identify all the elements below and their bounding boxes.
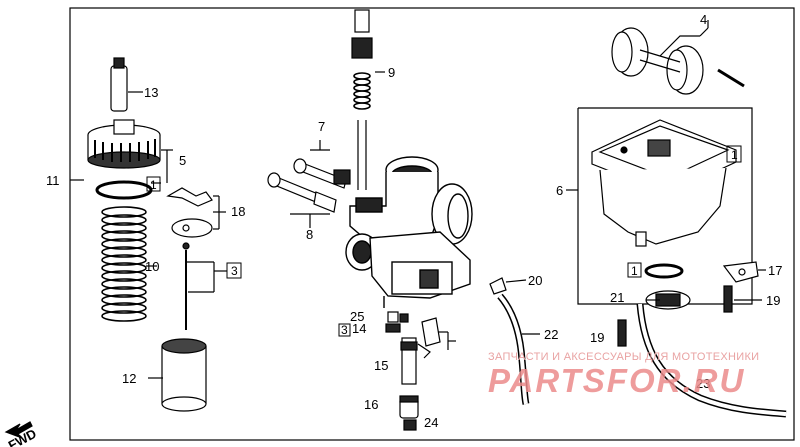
label-14: 14 — [352, 321, 366, 336]
boxed-3-jet: 3 — [341, 323, 348, 337]
label-17: 17 — [768, 263, 782, 278]
part-21-drain-plug — [645, 290, 691, 310]
part-6-bracket — [577, 107, 753, 305]
part-25-jet — [387, 311, 409, 323]
label-13: 13 — [144, 85, 158, 100]
label-24: 24 — [424, 415, 438, 430]
label-16: 16 — [364, 397, 378, 412]
part-16-jet-holder — [399, 395, 419, 419]
part-24-main-jet — [403, 419, 417, 431]
part-2-float-valve — [417, 317, 456, 359]
boxed-1-gasket: 1 — [631, 264, 638, 278]
watermark-caption: ЗАПЧАСТИ И АКСЕССУАРЫ ДЛЯ МОТОТЕХНИКИ — [488, 351, 760, 363]
label-11: 11 — [46, 173, 60, 188]
label-5: 5 — [179, 153, 186, 168]
label-9: 9 — [388, 65, 395, 80]
label-22: 22 — [544, 327, 558, 342]
boxed-1-bowl: 1 — [731, 148, 738, 162]
part-17-clip — [722, 261, 766, 283]
label-18: 18 — [231, 204, 245, 219]
part-9-needle-valve — [351, 9, 385, 190]
label-19-left: 19 — [590, 330, 604, 345]
label-21: 21 — [610, 290, 624, 305]
part-19-screw-left — [617, 319, 627, 347]
label-4: 4 — [700, 12, 707, 27]
label-6: 6 — [556, 183, 563, 198]
part-14-jet — [385, 323, 401, 333]
boxed-1-cap: 1 — [150, 178, 157, 192]
label-8: 8 — [306, 227, 313, 242]
carburetor-body — [345, 156, 473, 308]
label-25: 25 — [350, 309, 364, 324]
part-7-screw — [293, 140, 351, 189]
part-13-adjuster — [110, 57, 143, 112]
watermark-brand: PARTSFOR.RU — [488, 362, 746, 399]
part-8-screw — [267, 172, 337, 228]
part-20-clip — [489, 277, 527, 295]
label-10: 10 — [145, 259, 159, 274]
label-19-right: 19 — [766, 293, 780, 308]
part-23-tube — [636, 303, 787, 418]
part-12-throttle-valve — [148, 338, 207, 412]
boxed-labels: 1 3 1 1 3 — [146, 145, 742, 337]
label-15: 15 — [374, 358, 388, 373]
part-1-gasket — [95, 180, 153, 200]
part-19-screw-right — [723, 285, 762, 313]
part-15-needle-jet — [400, 337, 418, 385]
part-3-jet-needle — [182, 242, 227, 330]
label-12: 12 — [122, 371, 136, 386]
label-23: 23 — [696, 376, 710, 391]
boxed-3-needle: 3 — [231, 264, 238, 278]
part-22-tube — [497, 293, 540, 405]
part-5-top-cap — [87, 119, 173, 184]
part-1-bowl-gasket — [644, 263, 684, 279]
label-20: 20 — [528, 273, 542, 288]
part-10-spring — [101, 206, 157, 322]
fwd-arrow-icon — [4, 421, 33, 439]
part-6-float-bowl — [591, 119, 737, 247]
label-7: 7 — [318, 119, 325, 134]
diagram-frame — [69, 7, 795, 441]
part-4-float — [611, 20, 745, 95]
part-18-needle-clip — [166, 187, 226, 238]
